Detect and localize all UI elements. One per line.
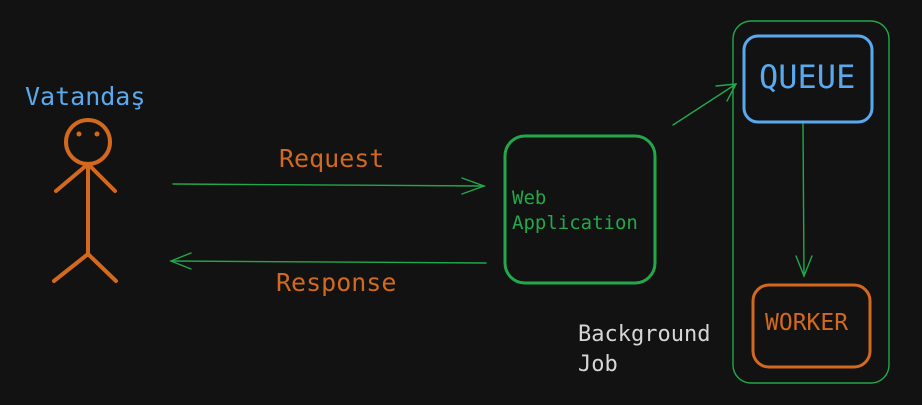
actor-arm-left [54, 162, 90, 193]
queue-box [742, 34, 874, 124]
actor-leg-right [86, 252, 118, 283]
web-application-label: Web Application [512, 186, 638, 236]
request-arrow [172, 177, 487, 195]
web-to-queue-arrow [672, 83, 738, 126]
response-arrow-head [169, 252, 192, 270]
response-arrow-line [170, 260, 487, 264]
request-label: Request [279, 144, 385, 173]
worker-label: WORKER [765, 310, 849, 336]
web-to-queue-arrow-line [672, 83, 737, 126]
actor-arm-right [86, 162, 117, 193]
actor-head [64, 118, 112, 166]
queue-label: QUEUE [759, 58, 856, 96]
request-arrow-head [461, 177, 487, 195]
queue-to-worker-arrow-line [802, 123, 805, 277]
background-job-container [732, 20, 890, 384]
response-arrow [169, 252, 487, 270]
actor-eye-right [94, 131, 100, 137]
web-application-box [503, 134, 657, 285]
web-application-label-line1: Web [512, 187, 547, 209]
queue-to-worker-arrow-head [795, 255, 813, 278]
actor-label: Vatandaş [25, 82, 146, 111]
background-job-label-line1: Background [578, 322, 711, 347]
background-job-label-line2: Job [578, 352, 618, 377]
actor-stick-figure [52, 118, 118, 283]
request-arrow-line [172, 183, 485, 187]
actor-eye-left [76, 131, 82, 137]
background-job-label: Background Job [578, 320, 710, 380]
web-application-label-line2: Application [512, 212, 638, 234]
queue-to-worker-arrow [795, 123, 813, 278]
worker-box [751, 283, 872, 369]
web-to-queue-arrow-head [715, 83, 738, 102]
response-label: Response [276, 268, 397, 297]
actor-leg-left [52, 252, 90, 283]
